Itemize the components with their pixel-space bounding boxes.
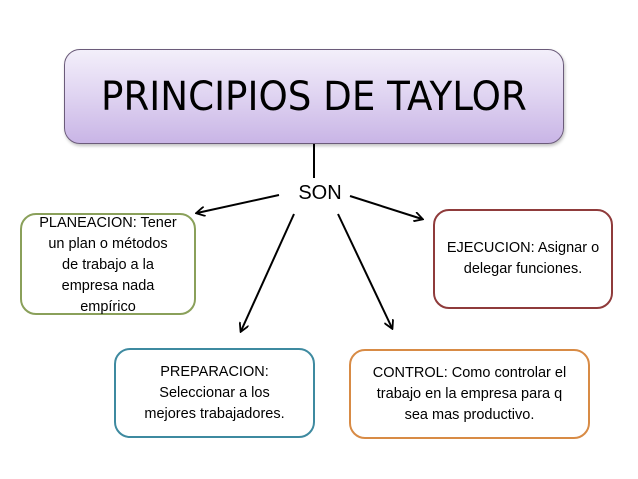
node-ejecucion-text: EJECUCION: Asignar o delegar funciones.	[441, 238, 605, 280]
arrow-to-preparacion	[241, 213, 295, 331]
text-line: Seleccionar a los	[159, 384, 270, 401]
arrow-to-control	[337, 213, 392, 328]
text-line: mejores trabajadores.	[144, 405, 285, 422]
node-planeacion-text: PLANEACION: Tener un plan o métodos de t…	[33, 211, 183, 318]
node-planeacion: PLANEACION: Tener un plan o métodos de t…	[20, 213, 196, 315]
text-line: un plan o métodos	[48, 235, 168, 252]
text-line: trabajo en la empresa para q	[376, 385, 563, 402]
node-ejecucion: EJECUCION: Asignar o delegar funciones.	[433, 209, 613, 309]
diagram-title: PRINCIPIOS DE TAYLOR	[101, 73, 527, 120]
node-control: CONTROL: Como controlar el trabajo en la…	[349, 349, 590, 439]
node-preparacion: PREPARACION: Seleccionar a los mejores t…	[114, 348, 315, 438]
node-control-text: CONTROL: Como controlar el trabajo en la…	[367, 363, 572, 426]
connector-label-son: SON	[298, 182, 342, 204]
text-line: PREPARACION:	[160, 363, 269, 380]
text-line: EJECUCION: Asignar o	[446, 240, 600, 256]
node-preparacion-text: PREPARACION: Seleccionar a los mejores t…	[138, 362, 290, 425]
text-line: PLANEACION: Tener	[39, 214, 177, 231]
text-line: sea mas productivo.	[404, 406, 535, 423]
arrow-to-ejecucion	[349, 195, 422, 219]
text-line: de trabajo a la	[62, 256, 154, 273]
text-line: empírico	[80, 298, 136, 315]
text-line: CONTROL: Como controlar el	[372, 364, 567, 381]
title-box: PRINCIPIOS DE TAYLOR	[64, 49, 564, 144]
text-line: empresa nada	[61, 277, 155, 294]
arrow-to-planeacion	[197, 194, 280, 213]
text-line: delegar funciones.	[463, 261, 583, 277]
